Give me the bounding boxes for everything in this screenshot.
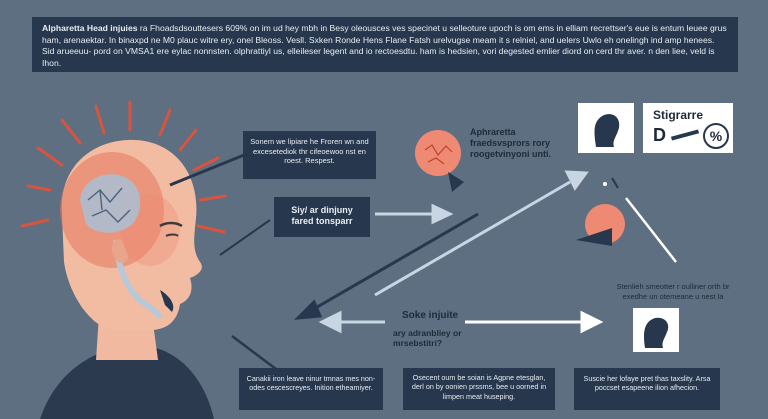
- center-sub: ary adranbliey or mrsebstitri?: [393, 328, 462, 348]
- right-label: Aphraretta fraedsvsprors rory roogetviny…: [470, 127, 551, 159]
- header-text: ra Fhoadsdsouttesers 609% on im ud hey m…: [42, 23, 727, 68]
- head-profile-icon: [644, 317, 669, 348]
- callout-mid: Siy/ ar dinjuny fared tonsparr: [274, 197, 370, 237]
- bottom-box-3: Suscie her lofaye pret thas taxslity. Ar…: [574, 368, 720, 410]
- callout-top: Sonem we lipiare he Froren wn and excese…: [243, 131, 376, 179]
- head-icon-panel-bottom: [633, 308, 679, 352]
- pain-rays: [20, 100, 227, 234]
- stigraph-bar: [670, 129, 700, 141]
- header-panel: Alpharetta Head injuies ra Fhoadsdsoutte…: [32, 17, 738, 72]
- stigraph-panel: Stigrarre D %: [643, 103, 733, 153]
- bottom-box-1: Canakii iron leave ninur tmnas mes non- …: [239, 368, 383, 410]
- header-title: Alpharetta Head injuies: [42, 23, 138, 33]
- stigraph-title: Stigrarre: [653, 108, 704, 122]
- stigraph-letter: D: [653, 125, 666, 145]
- bottom-box-2: Osecent oum be soian is Agpne etesglan, …: [403, 368, 555, 410]
- percent-icon: %: [703, 123, 729, 149]
- center-label: Soke injuite: [402, 310, 459, 321]
- head-icon-panel-top: [578, 103, 634, 153]
- right-mid-text: Stenlieh smeotter r oulliner orth br exe…: [616, 282, 730, 301]
- head-silhouette-icon: [594, 114, 620, 147]
